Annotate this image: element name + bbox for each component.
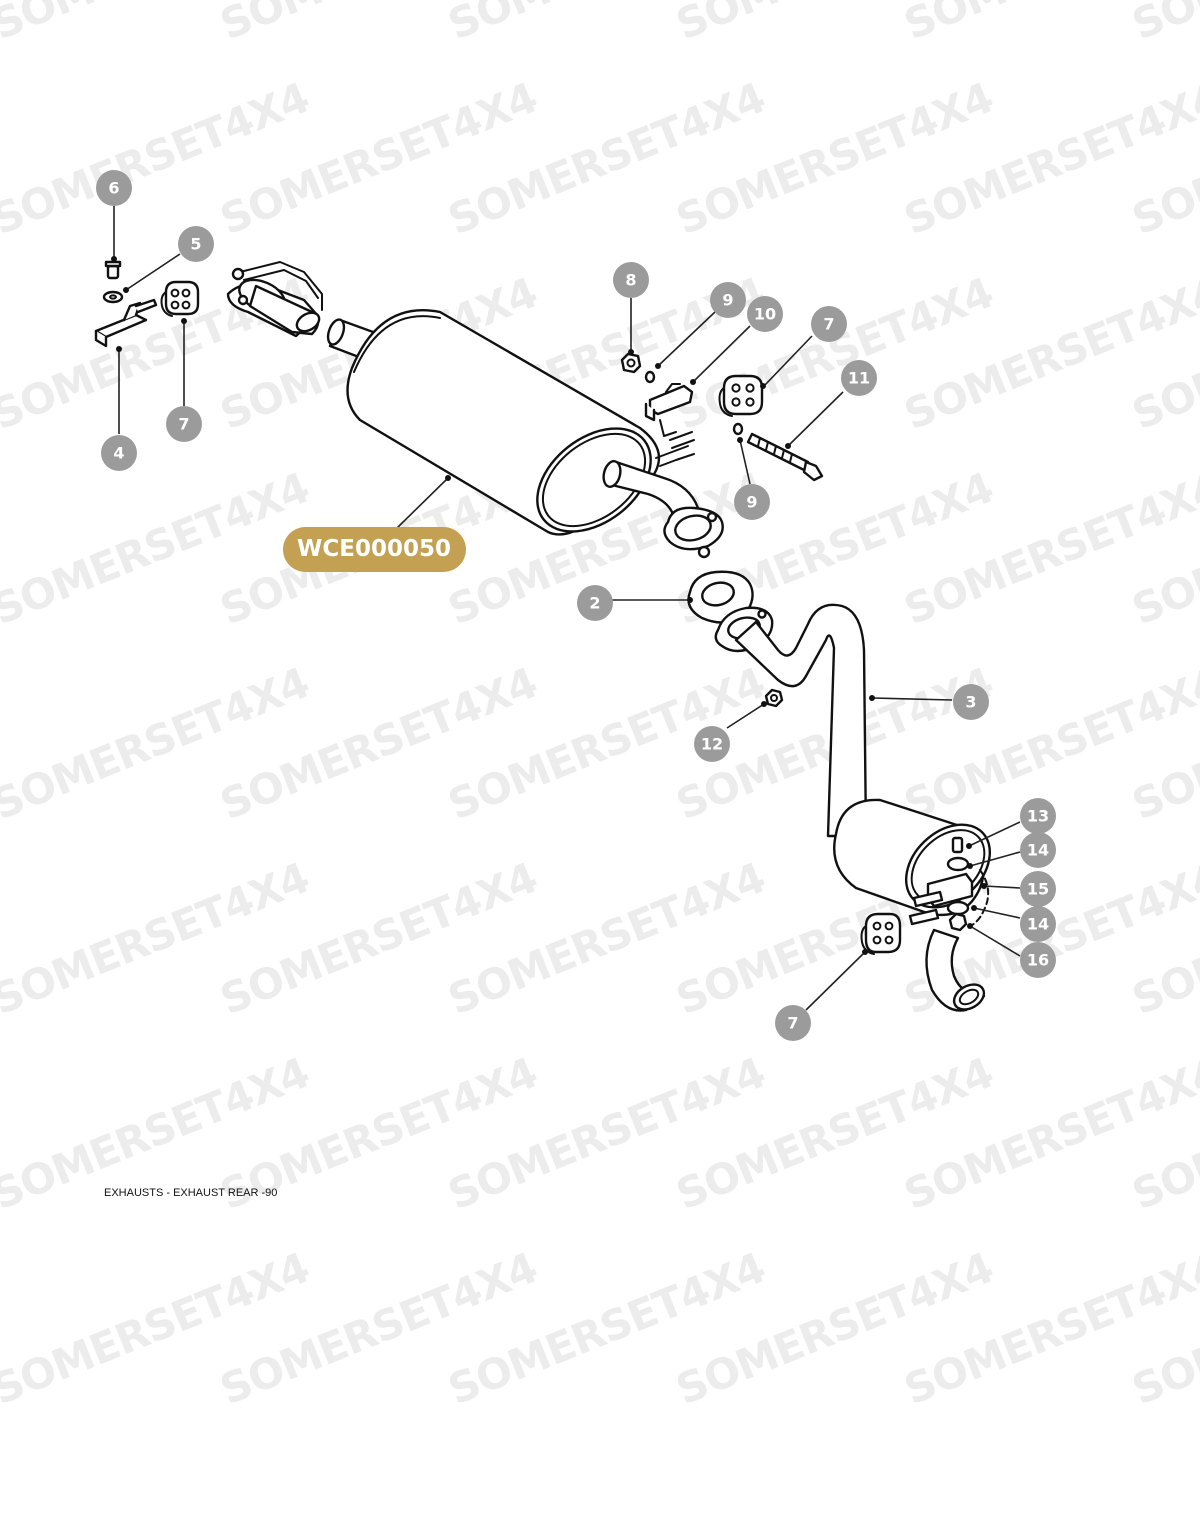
callout-label: 15: [1027, 880, 1049, 899]
callout-2: 2: [577, 585, 613, 621]
callout-16: 16: [1020, 942, 1056, 978]
callout-label: 4: [113, 444, 124, 463]
callout-15: 15: [1020, 871, 1056, 907]
callout-label: 8: [625, 271, 636, 290]
callout-12: 12: [694, 726, 730, 762]
callout-9-top: 9: [710, 282, 746, 318]
callout-7-middle: 7: [811, 306, 847, 342]
watermark-text: SOMERSET4X4: [1125, 0, 1200, 49]
main-silencer: [226, 261, 724, 559]
callout-label: 14: [1027, 915, 1049, 934]
callout-label: 5: [190, 235, 201, 254]
callout-label: 9: [722, 291, 733, 310]
callout-7-right: 7: [775, 1005, 811, 1041]
callout-5: 5: [178, 226, 214, 262]
callout-11: 11: [841, 360, 877, 396]
watermark-layer: SOMERSET4X4SOMERSET4X4SOMERSET4X4SOMERSE…: [0, 0, 1200, 1414]
callout-14-bottom: 14: [1020, 906, 1056, 942]
hanger-hardware: [620, 352, 824, 482]
callout-label: 16: [1027, 951, 1049, 970]
callout-label: 13: [1027, 807, 1049, 826]
callout-6: 6: [96, 170, 132, 206]
callout-9-bottom: 9: [734, 484, 770, 520]
rear-pipe-and-tail-silencer: [714, 603, 992, 1012]
callout-13: 13: [1020, 798, 1056, 834]
callout-label: 7: [787, 1014, 798, 1033]
leader-lines: [111, 206, 1021, 1011]
callout-label: 12: [701, 735, 723, 754]
part-number-label: WCE000050: [297, 536, 451, 562]
callout-4: 4: [101, 435, 137, 471]
callout-label: 7: [178, 415, 189, 434]
callout-label: 14: [1027, 841, 1049, 860]
callout-label: 11: [848, 369, 870, 388]
callout-8: 8: [613, 262, 649, 298]
callout-14-top: 14: [1020, 832, 1056, 868]
callout-3: 3: [953, 684, 989, 720]
part-number-badge[interactable]: WCE000050: [283, 527, 466, 572]
callout-label: 2: [589, 594, 600, 613]
callout-label: 3: [965, 693, 976, 712]
hanger-bracket-assembly: [94, 260, 200, 348]
callout-10: 10: [747, 296, 783, 332]
callout-label: 7: [823, 315, 834, 334]
callout-label: 9: [746, 493, 757, 512]
callout-label: 10: [754, 305, 776, 324]
callout-7-left: 7: [166, 406, 202, 442]
diagram-caption: EXHAUSTS - EXHAUST REAR -90: [104, 1187, 278, 1199]
callout-label: 6: [108, 179, 119, 198]
